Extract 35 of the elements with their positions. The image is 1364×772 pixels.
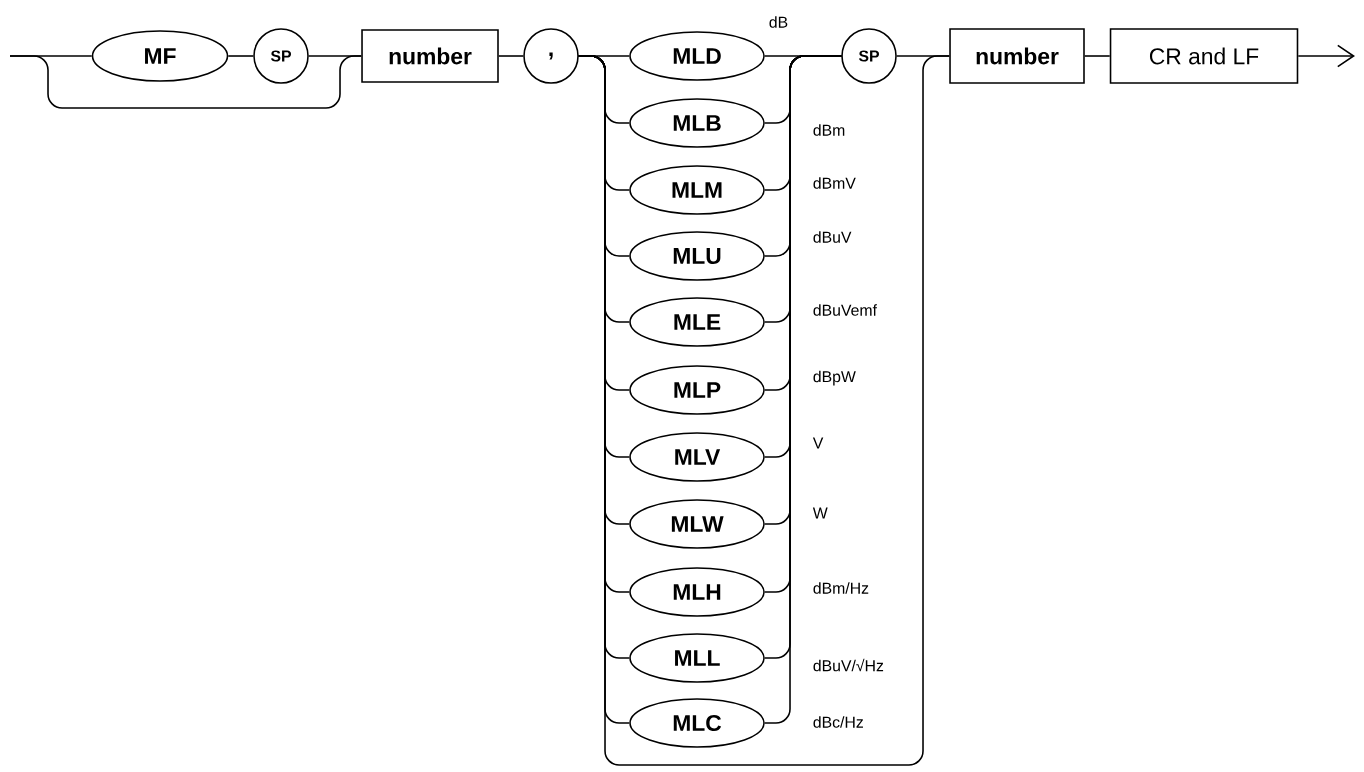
connector-line [498, 55, 524, 57]
connector-line [308, 55, 363, 57]
parameter-box: number [949, 28, 1085, 84]
unit-label: dBuV [813, 231, 852, 243]
oval-terminal: MLC [629, 698, 765, 748]
circle-terminal: SP [253, 28, 309, 84]
unit-label: dBuV/√Hz [813, 658, 884, 672]
oval-terminal: MLL [629, 633, 765, 683]
oval-terminal: MLD [629, 31, 765, 81]
unit-label: dB [769, 16, 788, 28]
parameter-box: number [361, 29, 499, 83]
parameter-box: CR and LF [1109, 28, 1299, 84]
oval-terminal: MLE [629, 297, 765, 347]
connector-line [227, 55, 254, 57]
oval-terminal: MF [91, 30, 229, 82]
unit-label: dBm [813, 124, 845, 136]
unit-label: W [812, 507, 828, 519]
oval-terminal: MLP [629, 365, 765, 415]
unit-label: V [812, 437, 824, 449]
unit-label: dBmV [813, 177, 856, 189]
oval-terminal: MLM [629, 165, 765, 215]
unit-label: dBm/Hz [813, 582, 869, 594]
oval-terminal: MLU [629, 231, 765, 281]
oval-terminal: MLH [629, 567, 765, 617]
unit-label: dBpW [813, 370, 856, 386]
connector-line [1084, 55, 1111, 57]
circle-terminal: SP [841, 28, 897, 84]
connector-line [1297, 44, 1355, 68]
unit-label: dBc/Hz [813, 716, 863, 728]
oval-terminal: MLW [629, 499, 765, 549]
unit-label: dBuVemf [813, 304, 877, 316]
oval-terminal: MLV [629, 432, 765, 482]
oval-terminal: MLB [629, 98, 765, 148]
connector-line [896, 55, 951, 57]
circle-terminal: , [523, 28, 579, 84]
